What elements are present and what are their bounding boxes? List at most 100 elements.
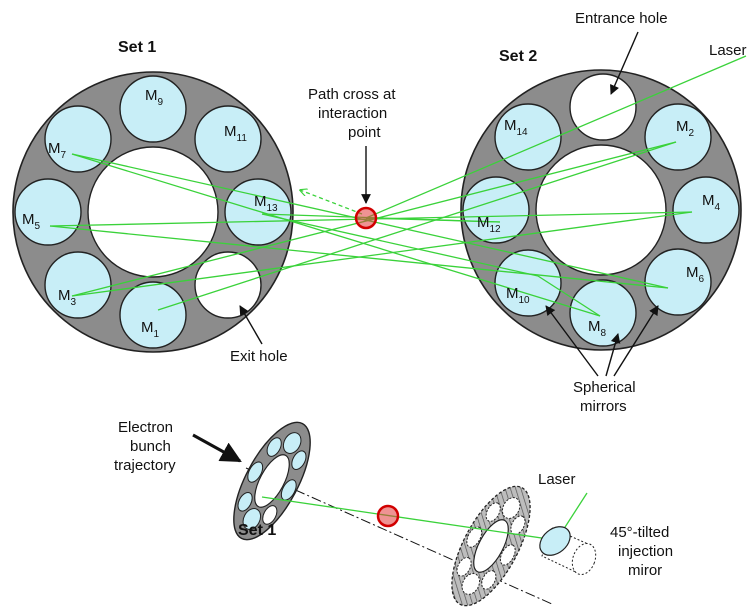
- set1-center-hole: [87, 146, 219, 278]
- svg-text:M13: M13: [254, 193, 278, 214]
- entrance-hole-arrow: [610, 31, 639, 95]
- svg-text:M14: M14: [504, 117, 528, 138]
- mirror-m6: [644, 248, 712, 316]
- svg-text:M10: M10: [506, 285, 530, 306]
- path-cross-label-2: interaction: [318, 105, 387, 122]
- electron-label-2: bunch: [130, 438, 171, 455]
- interaction-point: [354, 206, 378, 230]
- m9-letter: M: [145, 87, 158, 104]
- m4-sub: 4: [715, 202, 721, 213]
- m7-letter: M: [48, 140, 61, 157]
- exit-hole: [194, 251, 262, 319]
- electron-trajectory-arrow: [192, 433, 242, 463]
- spherical-arrow-m6: [613, 305, 659, 377]
- m10-sub: 10: [519, 295, 531, 306]
- m11-letter: M: [224, 123, 237, 140]
- m11-sub: 11: [237, 133, 248, 144]
- interaction-point-bottom: [376, 504, 400, 528]
- exit-hole-arrow: [239, 305, 263, 345]
- spherical-arrow-m8: [605, 333, 621, 377]
- laser-label-bottom: Laser: [538, 471, 576, 488]
- m2-letter: M: [676, 118, 689, 135]
- entrance-hole-label: Entrance hole: [575, 10, 668, 27]
- svg-text:M12: M12: [477, 214, 501, 235]
- m5-sub: 5: [35, 221, 41, 232]
- mirror-m3: [44, 251, 112, 319]
- mirror-m4: [672, 176, 740, 244]
- beam-m8-m10: [537, 275, 601, 317]
- path-cross-label-1: Path cross at: [308, 86, 396, 103]
- m3-letter: M: [58, 287, 71, 304]
- spherical-arrow-m10: [545, 305, 599, 377]
- set2-disk-perspective: [451, 485, 531, 607]
- beam-m3-m4: [71, 211, 693, 297]
- injection-mirror: [539, 526, 597, 575]
- m13-sub: 13: [267, 203, 279, 214]
- perspective-sketch: [192, 421, 597, 607]
- svg-text:M9: M9: [145, 87, 164, 108]
- laser-label-top: Laser: [709, 42, 747, 59]
- set2-title: Set 2: [499, 48, 537, 65]
- mirror-m9: [119, 75, 187, 143]
- set1-ring-group: [12, 71, 294, 353]
- beam-m5-m6: [49, 225, 669, 289]
- svg-text:M5: M5: [22, 211, 41, 232]
- set2-center-hole: [535, 144, 667, 276]
- m13-letter: M: [254, 193, 267, 210]
- svg-text:M2: M2: [676, 118, 695, 139]
- m8-letter: M: [588, 318, 601, 335]
- mirror-labels: M9 M11 M7 M13 M5 M3 M1 M14 M2 M4 M12 M6 …: [22, 87, 721, 340]
- m14-letter: M: [504, 117, 517, 134]
- m7-sub: 7: [61, 150, 67, 161]
- m8-sub: 8: [601, 328, 607, 339]
- svg-text:M4: M4: [702, 192, 721, 213]
- m5-letter: M: [22, 211, 35, 228]
- spherical-mirrors-label-2: mirrors: [580, 398, 627, 415]
- set1-disk-perspective: [233, 421, 311, 541]
- path-cross-label-3: point: [348, 124, 381, 141]
- tilted-label-1: 45°-tilted: [610, 524, 669, 541]
- svg-text:M11: M11: [224, 123, 247, 144]
- m12-letter: M: [477, 214, 490, 231]
- beam-m7-m8: [71, 153, 601, 317]
- electron-label-3: trajectory: [114, 457, 176, 474]
- spherical-mirrors-label-1: Spherical: [573, 379, 636, 396]
- set2-ring-group: [460, 69, 742, 351]
- tilted-label-3: miror: [628, 562, 662, 579]
- mirror-m13: [224, 178, 292, 246]
- mirror-m1: [119, 281, 187, 349]
- svg-text:M8: M8: [588, 318, 607, 339]
- m3-sub: 3: [71, 297, 77, 308]
- mirror-m10: [494, 249, 562, 317]
- m2-sub: 2: [689, 128, 695, 139]
- m4-letter: M: [702, 192, 715, 209]
- svg-text:M6: M6: [686, 264, 705, 285]
- mirror-m11: [194, 105, 262, 173]
- mirror-m2: [644, 103, 712, 171]
- mirror-m14: [494, 103, 562, 171]
- electron-label-1: Electron: [118, 419, 173, 436]
- m14-sub: 14: [517, 127, 529, 138]
- beam-m10-m13: [261, 213, 539, 277]
- m1-sub: 1: [154, 329, 160, 340]
- exit-hole-label: Exit hole: [230, 348, 288, 365]
- svg-text:M7: M7: [48, 140, 67, 161]
- set1-bottom-title: Set 1: [238, 522, 276, 539]
- mirror-m5: [14, 178, 82, 246]
- beam-m1-m2: [157, 141, 677, 311]
- beam-exit-dashed: [300, 190, 363, 215]
- mirror-m12: [462, 176, 530, 244]
- m12-sub: 12: [490, 224, 502, 235]
- m6-letter: M: [686, 264, 699, 281]
- set1-title: Set 1: [118, 39, 156, 56]
- m6-sub: 6: [699, 274, 705, 285]
- beam-incoming: [365, 55, 747, 219]
- m10-letter: M: [506, 285, 519, 302]
- m1-letter: M: [141, 319, 154, 336]
- mirror-m7: [44, 105, 112, 173]
- svg-text:M3: M3: [58, 287, 77, 308]
- mirror-m8: [569, 279, 637, 347]
- tilted-label-2: injection: [618, 543, 673, 560]
- injection-beam: [261, 496, 563, 542]
